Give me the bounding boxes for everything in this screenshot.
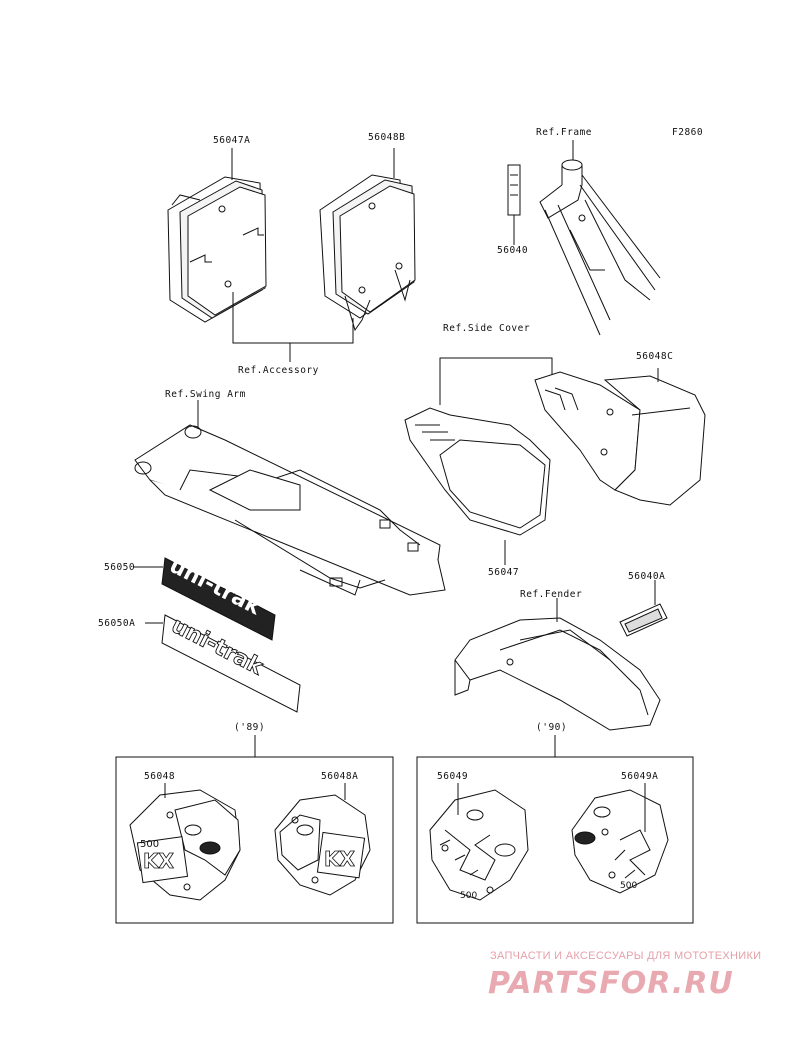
cc-text-56049A: 500 [620,881,637,891]
label-ref-accessory: Ref.Accessory [238,365,319,376]
number-plate-56047A [167,176,267,323]
side-cover-bracket [439,357,553,405]
label-56049: 56049 [437,771,469,782]
diagram-code: F2860 [672,127,704,138]
label-56048C: 56048C [636,351,674,362]
shroud-decal-56049: 500 [429,789,529,901]
decal-56050A-unitrak: uni-trak [161,613,301,713]
label-56047A: 56047A [213,135,251,146]
shroud-decal-56049A: 500 [571,789,669,894]
label-56040A: 56040A [628,571,666,582]
shroud-decal-56048A: KX [274,794,371,896]
watermark-brand: PARTSFOR.RU [488,966,734,1001]
frame-reference [539,159,661,336]
label-ref-frame: Ref.Frame [536,127,592,138]
label-ref-swing-arm: Ref.Swing Arm [165,389,246,400]
shroud-decal-56048: KX 500 [129,789,241,901]
cc-text-56048: 500 [140,839,159,850]
label-ref-fender: Ref.Fender [520,589,583,600]
number-plate-56048B [319,174,416,332]
label-56040: 56040 [497,245,529,256]
label-56047: 56047 [488,567,520,578]
kx-text-56048A: KX [324,847,355,871]
label-56050: 56050 [104,562,136,573]
label-56050A: 56050A [98,618,136,629]
decal-56040 [507,164,521,216]
label-ref-side-cover: Ref.Side Cover [443,323,531,334]
swing-arm-reference [134,424,446,596]
label-year-89: ('89) [234,722,266,733]
fender-reference [454,617,661,731]
label-56048A: 56048A [321,771,359,782]
side-cover-56047 [404,407,551,536]
label-year-90: ('90) [536,722,568,733]
cc-text-56049: 500 [460,891,477,901]
kx-text-56048: KX [143,849,174,873]
side-cover-56048C [534,371,706,506]
watermark-subtitle: ЗАПЧАСТИ И АКСЕССУАРЫ ДЛЯ МОТОТЕХНИКИ [490,950,762,962]
decal-56040A [619,603,668,637]
label-56048: 56048 [144,771,176,782]
accessory-bracket [232,292,354,344]
label-56049A: 56049A [621,771,659,782]
label-56048B: 56048B [368,132,406,143]
